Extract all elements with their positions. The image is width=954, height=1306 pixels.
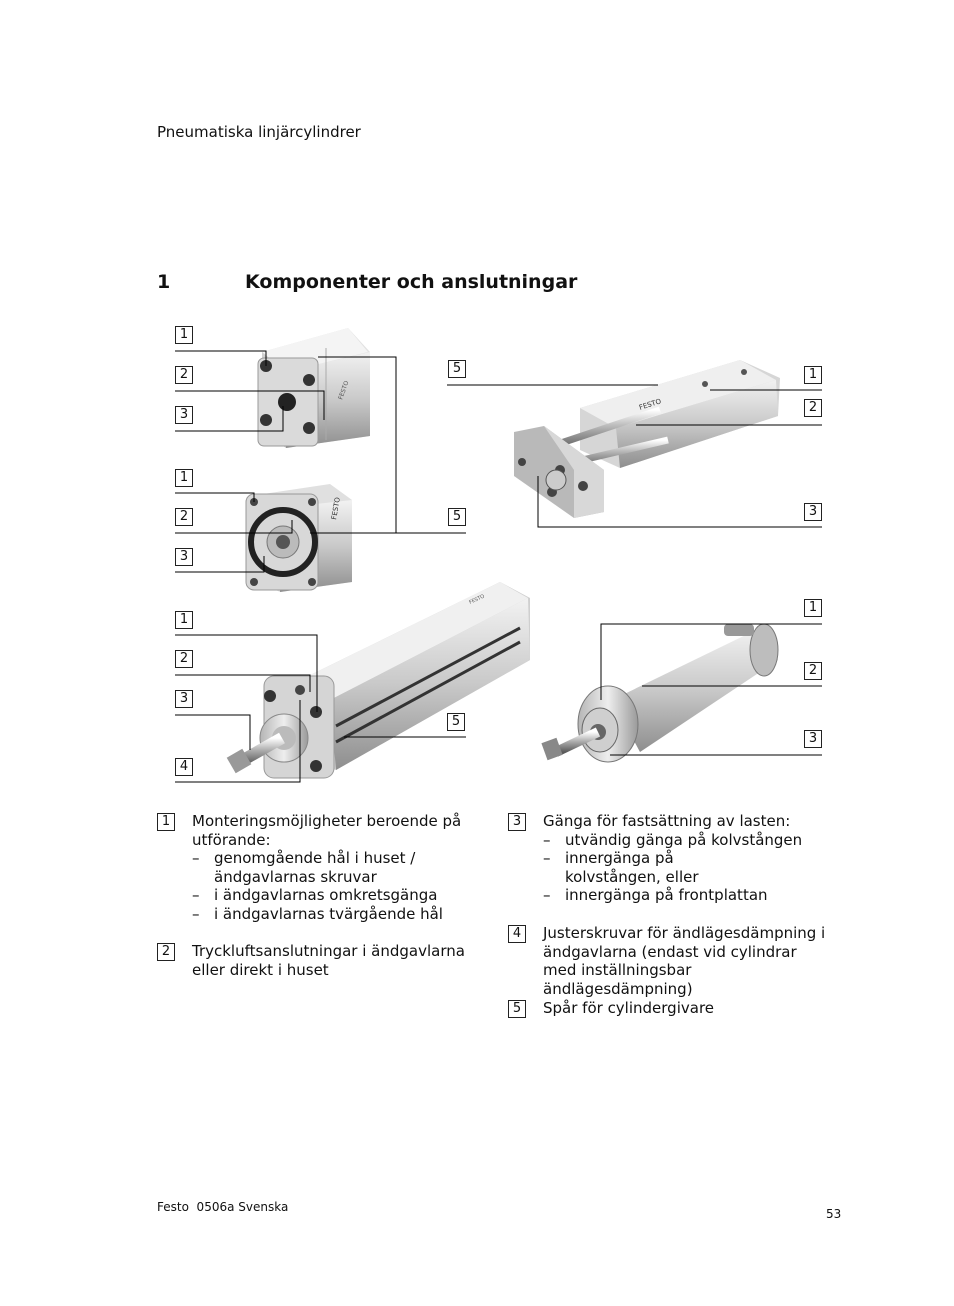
callout-3: 3 xyxy=(175,690,193,708)
callout-2: 2 xyxy=(175,508,193,526)
callout-2: 2 xyxy=(804,662,822,680)
legend-bullets: utvändig gänga på kolvstången innergänga… xyxy=(543,831,828,905)
footer-doc-id: Festo 0506a Svenska xyxy=(157,1200,289,1214)
callout-1: 1 xyxy=(175,469,193,487)
legend-number: 4 xyxy=(508,925,526,943)
legend-text: Gänga för fastsättning av lasten: xyxy=(543,812,791,830)
callout-5: 5 xyxy=(448,360,466,378)
legend-text: Tryckluftsanslutningar i ändgavlarna ell… xyxy=(192,942,465,979)
legend-item-1: 1 Monteringsmöjligheter beroende på utfö… xyxy=(157,812,477,923)
legend-text: Justerskruvar för ändlägesdämpning i änd… xyxy=(543,924,826,998)
callout-3: 3 xyxy=(804,730,822,748)
legend-item-5: 5 Spår för cylindergivare xyxy=(508,999,828,1018)
legend-text: Monteringsmöjligheter beroende på utföra… xyxy=(192,812,462,849)
legend-item-3: 3 Gänga för fastsättning av lasten: utvä… xyxy=(508,812,828,905)
page-number: 53 xyxy=(826,1207,842,1221)
round-cylinder-image xyxy=(541,623,779,763)
legend-number: 5 xyxy=(508,1000,526,1018)
callout-1: 1 xyxy=(175,611,193,629)
callout-1: 1 xyxy=(804,366,822,384)
legend-number: 2 xyxy=(157,943,175,961)
legend-number: 1 xyxy=(157,813,175,831)
callout-leader-lines xyxy=(175,350,822,783)
compact-cylinder-1-image: FESTO xyxy=(257,328,370,448)
callout-5: 5 xyxy=(448,508,466,526)
callout-3: 3 xyxy=(175,548,193,566)
callout-3: 3 xyxy=(804,503,822,521)
page-header: Pneumatiska linjärcylindrer xyxy=(157,123,361,141)
legend-bullets: genomgående hål i huset / ändgavlarnas s… xyxy=(192,849,477,923)
legend-text: Spår för cylindergivare xyxy=(543,999,715,1017)
section-title: Komponenter och anslutningar xyxy=(245,271,578,293)
callout-2: 2 xyxy=(804,399,822,417)
legend-number: 3 xyxy=(508,813,526,831)
legend-bullet: genomgående hål i huset / ändgavlarnas s… xyxy=(192,849,477,886)
legend-bullet: utvändig gänga på kolvstången xyxy=(543,831,828,850)
legend-bullet: innergänga på frontplattan xyxy=(543,886,828,905)
callout-5: 5 xyxy=(447,713,465,731)
callout-1: 1 xyxy=(804,599,822,617)
profile-cylinder-image: FESTO xyxy=(226,582,530,779)
legend-item-2: 2 Tryckluftsanslutningar i ändgavlarna e… xyxy=(157,942,477,979)
svg-text:FESTO: FESTO xyxy=(330,496,342,520)
legend-bullet: i ändgavlarnas tvärgående hål xyxy=(192,905,477,924)
section-number: 1 xyxy=(157,271,171,293)
legend-bullet: i ändgavlarnas omkretsgänga xyxy=(192,886,477,905)
compact-cylinder-2-image: FESTO xyxy=(245,484,352,592)
callout-3: 3 xyxy=(175,406,193,424)
callout-2: 2 xyxy=(175,650,193,668)
callout-1: 1 xyxy=(175,326,193,344)
callout-2: 2 xyxy=(175,366,193,384)
callout-4: 4 xyxy=(175,758,193,776)
legend-bullet: innergänga på kolvstången, eller xyxy=(543,849,765,886)
guided-slide-image: FESTO xyxy=(514,360,780,518)
legend-item-4: 4 Justerskruvar för ändlägesdämpning i ä… xyxy=(508,924,828,998)
